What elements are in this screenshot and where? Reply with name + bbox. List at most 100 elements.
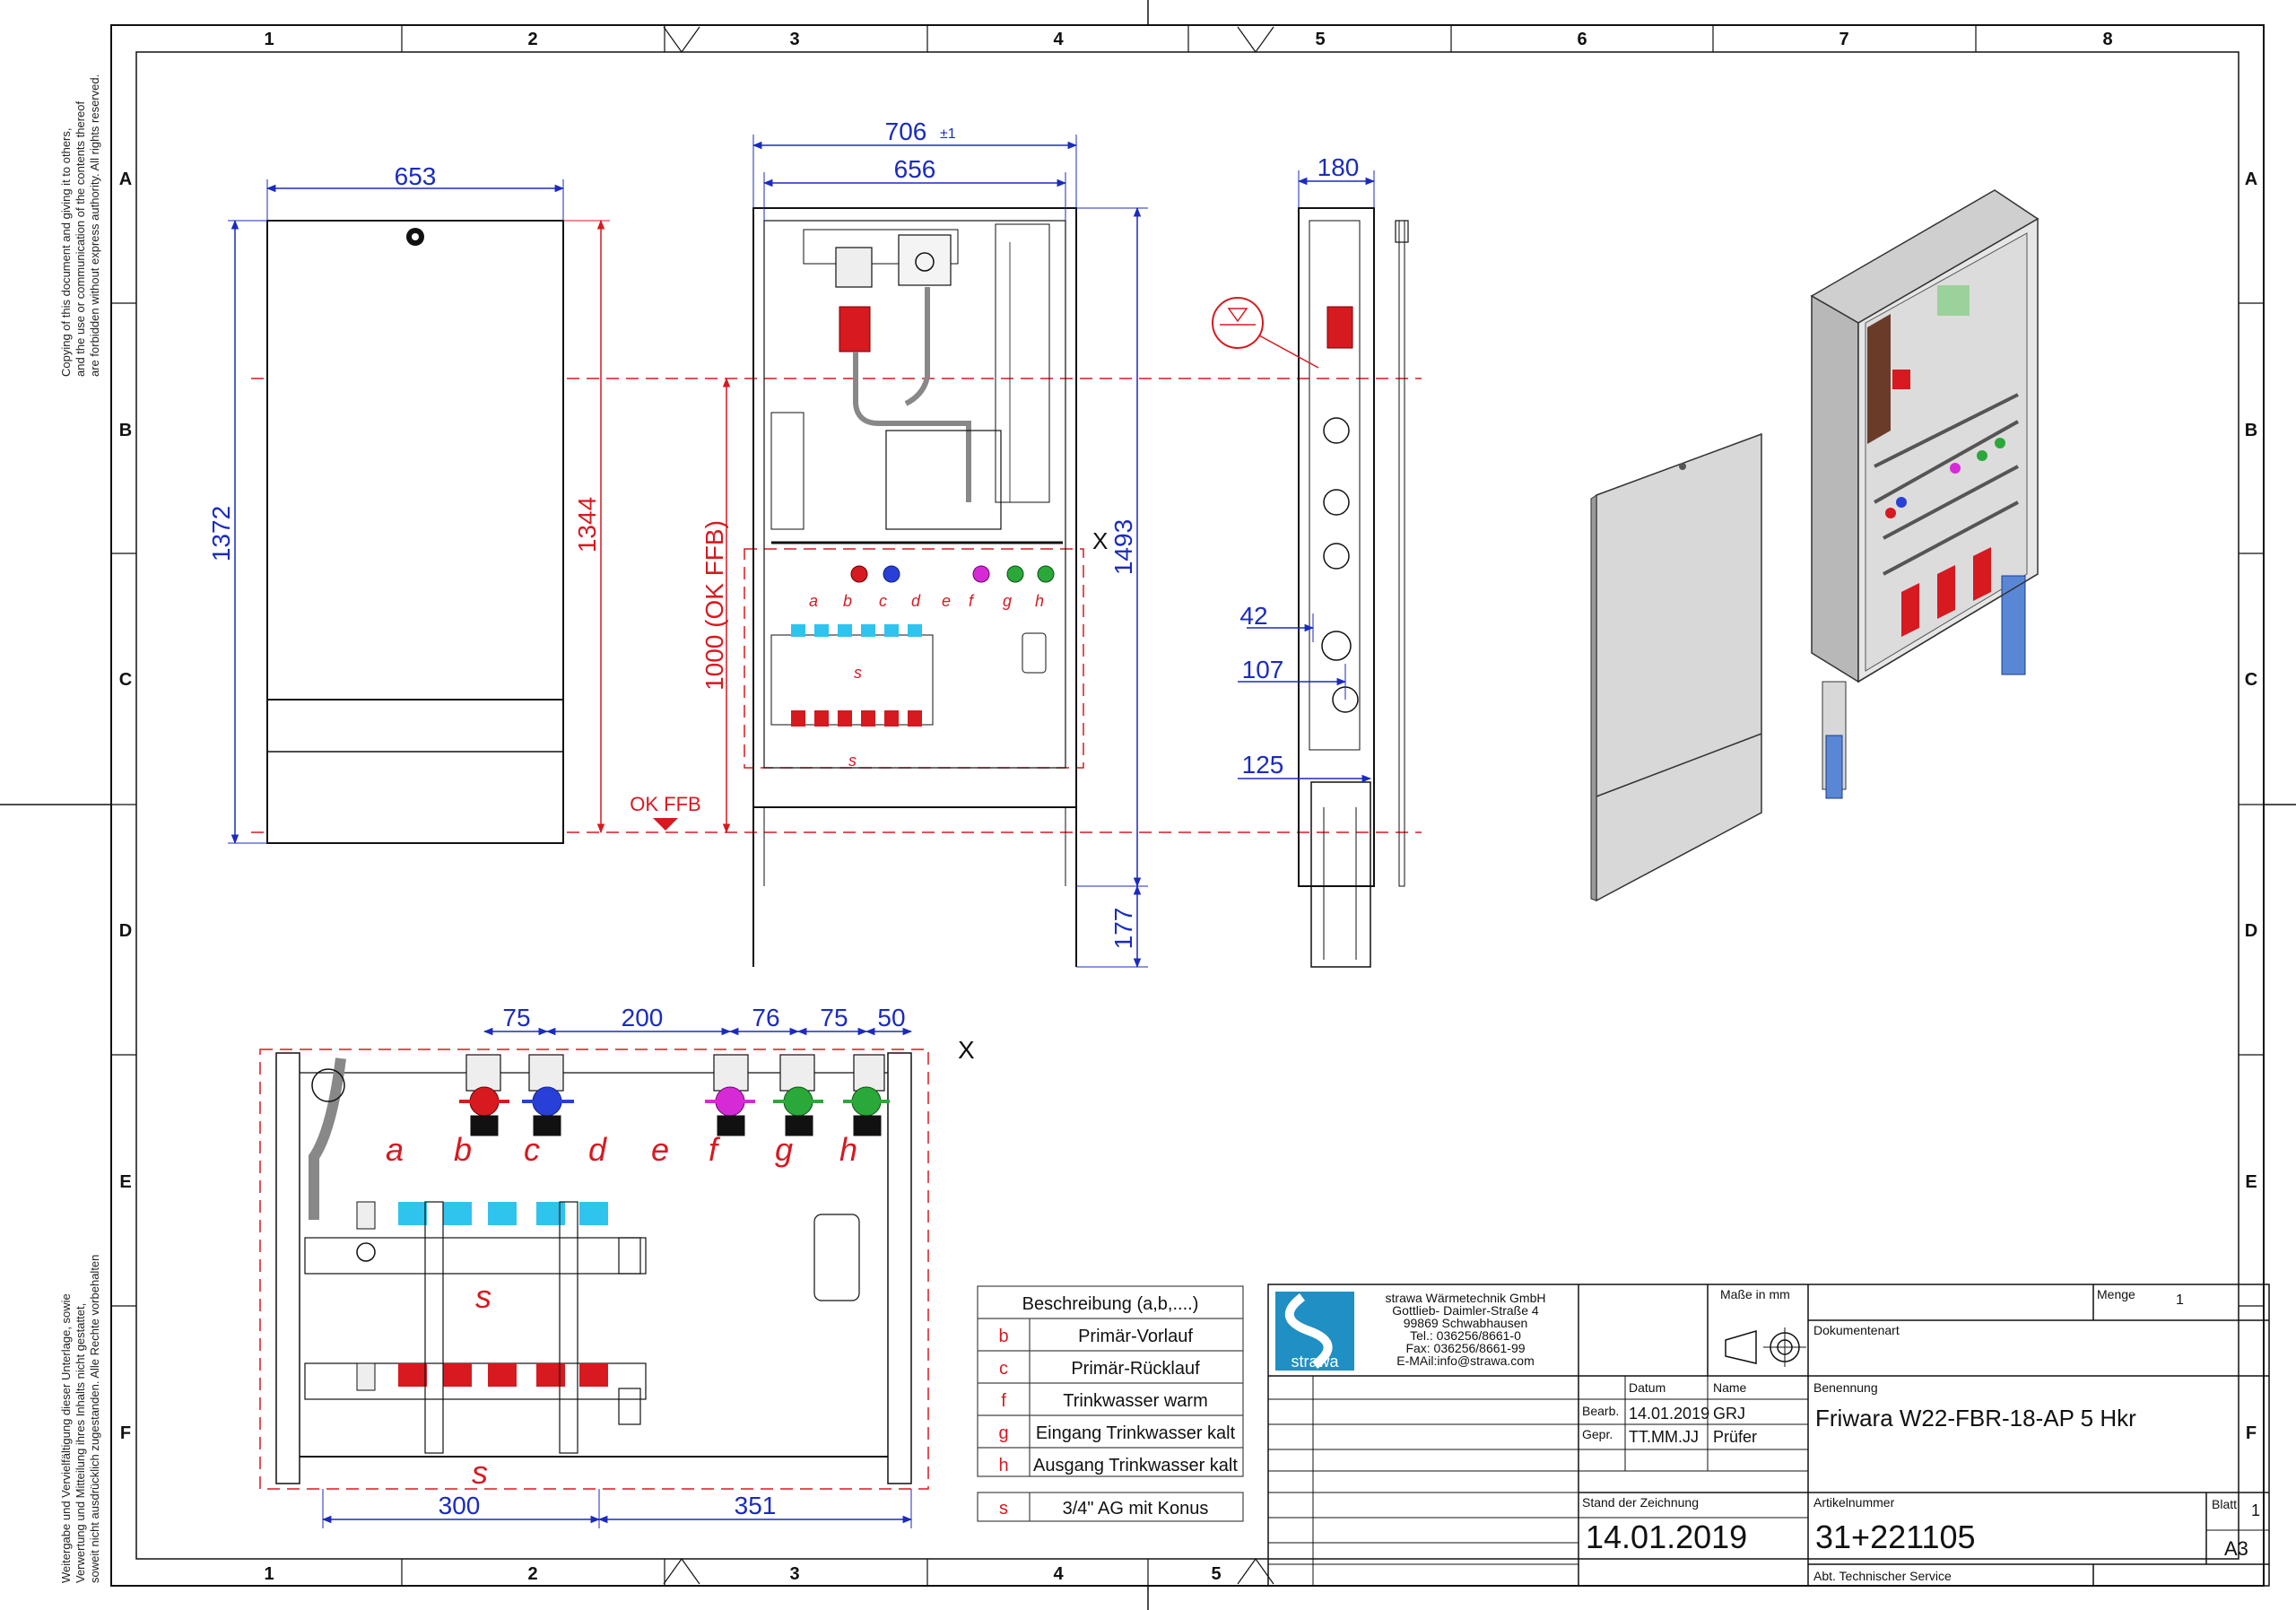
legend-key-g: g [998,1423,1008,1443]
units-label: Maße in mm [1720,1287,1790,1301]
company-line-1: strawa Wärmetechnik GmbH [1386,1291,1546,1305]
dim-open-ffb: 1000 (OK FFB) [700,520,728,691]
front-view [228,179,678,845]
grid-row-D: D [119,921,132,941]
detail-port-a: a [386,1131,404,1168]
side-view [1212,170,1409,968]
grid-row-B: B [119,421,132,440]
format-value: A3 [2224,1537,2248,1560]
grid-row-C: C [119,670,132,690]
copyright-notice-1: Copying of this document and giving it t… [59,128,73,378]
logo-text: strawa [1291,1353,1339,1371]
grid-col-1: 1 [264,30,274,49]
dim-side-125: 125 [1242,751,1284,779]
german-notice-2: Verwertung und Mitteilung ihres Inhalts … [74,1303,87,1583]
grid-col-bottom-1: 1 [264,1564,274,1584]
dim-front-width: 653 [395,162,437,190]
legend-key-f: f [1001,1391,1006,1411]
detail-port-e: e [651,1131,669,1168]
german-notice-1: Weitergabe und Vervielfältigung dieser U… [59,1293,73,1583]
open-port-d: d [911,592,921,610]
dim-detail-75-b: 75 [820,1004,848,1031]
legend-text-b: Primär-Vorlauf [1078,1327,1193,1346]
legend-key-c: c [999,1359,1008,1379]
grid-col-bottom-3: 3 [789,1564,799,1584]
grid-row-A: A [119,170,132,189]
benennung-value: Friwara W22-FBR-18-AP 5 Hkr [1815,1405,2136,1432]
detail-port-h: h [839,1131,857,1168]
dim-open-tolerance: ±1 [940,126,956,142]
legend-text-f: Trinkwasser warm [1063,1391,1208,1411]
open-view [722,135,1148,969]
stand-label: Stand der Zeichnung [1582,1495,1699,1510]
datum-label: Datum [1629,1380,1665,1395]
open-port-b: b [843,592,852,610]
grid-col-bottom-2: 2 [527,1564,537,1584]
copyright-notice-3: are forbidden without express authority.… [88,74,101,377]
company-line-6: E-MAil:info@strawa.com [1396,1353,1534,1368]
dim-detail-75-a: 75 [502,1004,530,1031]
copyright-notice-2: and the use or communication of the cont… [74,100,87,377]
detail-port-c: c [524,1131,540,1168]
legend-text-s: 3/4" AG mit Konus [1063,1499,1209,1519]
company-line-2: Gottlieb- Daimler-Straße 4 [1392,1303,1539,1318]
detail-port-f: f [709,1131,721,1168]
detail-s-label: s [475,1278,491,1315]
dim-side-depth: 180 [1318,153,1360,181]
grid-row-B-right: B [2245,421,2257,440]
dim-front-inner-height: 1344 [573,497,601,553]
isometric-view [1590,189,2039,902]
artikel-value: 31+221105 [1815,1519,1976,1555]
dim-side-42: 42 [1239,602,1267,630]
grid-col-5: 5 [1315,30,1325,49]
open-s-label-bottom: s [848,752,857,770]
grid-row-F-right: F [2246,1423,2257,1443]
bearb-date: 14.01.2019 [1629,1405,1709,1423]
grid-col-2: 2 [527,30,537,49]
grid-row-E-right: E [2245,1172,2257,1192]
floor-marker-icon [653,818,678,831]
blatt-value: 1 [2251,1501,2260,1519]
dim-open-outer-width: 706 [885,117,927,145]
benennung-label: Benennung [1813,1380,1878,1395]
grid-col-7: 7 [1839,30,1848,49]
open-port-f: f [969,592,975,610]
grid-row-C-right: C [2245,670,2257,690]
detail-s-label-bottom: s [472,1454,488,1491]
dim-open-leg: 177 [1109,908,1137,950]
detail-port-g: g [775,1131,793,1168]
grid-col-bottom-4: 4 [1053,1564,1064,1584]
open-port-a: a [809,592,818,610]
artikel-label: Artikelnummer [1813,1495,1895,1510]
legend-header: Beschreibung (a,b,....) [1022,1294,1199,1314]
title-block [1267,1284,2270,1587]
gepr-name: Prüfer [1713,1428,1757,1446]
dim-side-107: 107 [1242,656,1284,683]
section-marker-x: X [1092,527,1108,554]
dokumentenart-label: Dokumentenart [1813,1323,1900,1337]
detail-port-d: d [588,1131,607,1168]
legend-text-c: Primär-Rücklauf [1071,1359,1200,1379]
legend-key-h: h [998,1456,1008,1475]
detail-view [275,1027,913,1528]
company-line-3: 99869 Schwabhausen [1404,1316,1528,1330]
stand-value: 14.01.2019 [1586,1519,1747,1555]
open-port-g: g [1003,592,1012,610]
dim-detail-300: 300 [439,1492,481,1519]
dim-detail-50: 50 [877,1004,905,1031]
german-notice-3: soweit nicht ausdrücklich zugestanden. A… [88,1255,101,1583]
grid-col-3: 3 [789,30,799,49]
open-s-label: s [854,664,862,682]
dim-open-inner-width: 656 [894,155,936,183]
grid-row-E: E [119,1172,131,1192]
floor-label: OK FFB [630,793,700,815]
grid-row-F: F [120,1423,131,1443]
menge-value: 1 [2176,1292,2184,1308]
grid-col-8: 8 [2102,30,2112,49]
department-label: Abt. Technischer Service [1813,1569,1952,1583]
bearb-name: GRJ [1713,1405,1745,1423]
dim-detail-200: 200 [622,1004,664,1031]
gepr-date: TT.MM.JJ [1629,1428,1699,1446]
dim-front-height: 1372 [207,506,235,561]
